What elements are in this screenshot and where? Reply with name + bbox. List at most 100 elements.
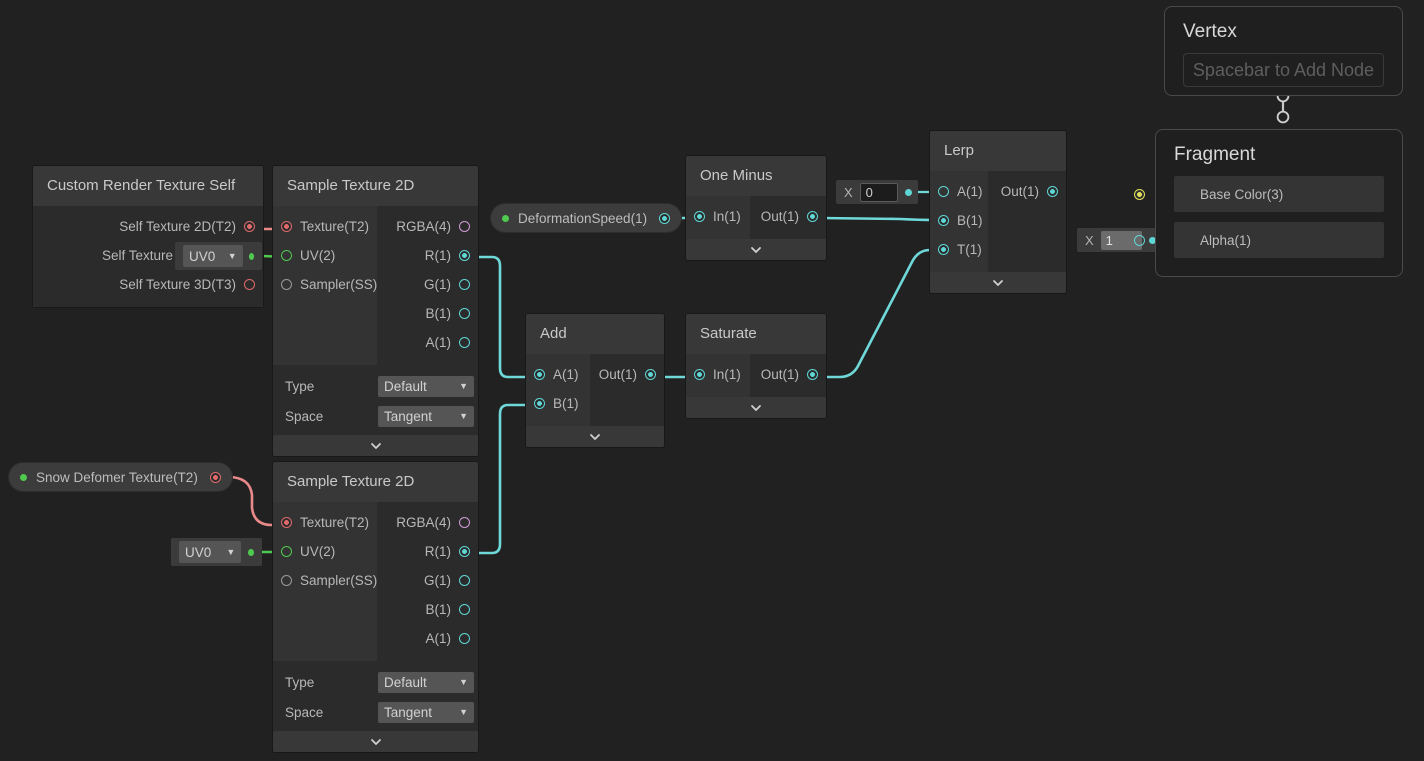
space-dropdown[interactable]: Tangent ▼: [378, 405, 474, 427]
port-b[interactable]: [938, 215, 949, 226]
output-slot-out[interactable]: Out(1): [750, 360, 826, 389]
master-node-fragment[interactable]: Fragment Base Color(3) Alpha(1): [1134, 129, 1403, 277]
node-saturate[interactable]: Saturate In(1) Out(1): [686, 314, 826, 418]
output-slot-a[interactable]: A(1): [377, 328, 478, 357]
input-slot-in[interactable]: In(1): [686, 202, 750, 231]
lerp-a-value-field[interactable]: 0: [859, 182, 898, 202]
input-slot-a[interactable]: A(1): [930, 177, 988, 206]
port-base-color[interactable]: [1134, 188, 1145, 200]
input-slot-sampler[interactable]: Sampler(SS): [273, 270, 377, 299]
space-dropdown[interactable]: Tangent ▼: [378, 701, 474, 723]
node-one-minus[interactable]: One Minus In(1) Out(1): [686, 156, 826, 260]
port-a[interactable]: [938, 186, 949, 197]
port-b[interactable]: [459, 604, 470, 615]
vertex-add-node-placeholder[interactable]: Spacebar to Add Node: [1183, 53, 1384, 87]
input-slot-b[interactable]: B(1): [930, 206, 988, 235]
port-texture[interactable]: [281, 517, 292, 528]
node-expander-toggle[interactable]: [930, 272, 1066, 293]
output-slot-rgba[interactable]: RGBA(4): [377, 508, 478, 537]
port-sampler[interactable]: [281, 279, 292, 290]
stack-connector-bottom-handle[interactable]: [1276, 110, 1290, 124]
input-slot-sampler[interactable]: Sampler(SS): [273, 566, 377, 595]
input-slot-t[interactable]: T(1): [930, 235, 988, 264]
node-expander-toggle[interactable]: [273, 435, 478, 456]
port-b[interactable]: [459, 308, 470, 319]
node-expander-toggle[interactable]: [526, 426, 664, 447]
port-self-texture-3d[interactable]: [244, 279, 255, 290]
port-a[interactable]: [534, 369, 545, 380]
output-slot-self-texture-3d[interactable]: Self Texture 3D(T3): [33, 270, 263, 299]
port-in[interactable]: [694, 211, 705, 222]
port-b[interactable]: [534, 398, 545, 409]
port-t[interactable]: [938, 244, 949, 255]
port-out[interactable]: [807, 369, 818, 380]
input-slot-uv[interactable]: UV(2): [273, 241, 377, 270]
port-g[interactable]: [459, 279, 470, 290]
port-rgba[interactable]: [459, 221, 470, 232]
input-slot-b[interactable]: B(1): [526, 389, 590, 418]
uv-widget-dot-sample-bottom[interactable]: [248, 548, 254, 556]
input-slot-in[interactable]: In(1): [686, 360, 750, 389]
master-node-vertex[interactable]: Vertex Spacebar to Add Node: [1164, 6, 1403, 96]
port-out[interactable]: [1047, 186, 1058, 197]
node-sample-texture-2d-top[interactable]: Sample Texture 2D Texture(T2) UV(2) Samp…: [273, 166, 478, 456]
output-slot-b[interactable]: B(1): [377, 299, 478, 328]
control-row-space[interactable]: Space Tangent ▼: [273, 697, 478, 727]
output-slot-r[interactable]: R(1): [377, 537, 478, 566]
uv-widget-dot-crt[interactable]: [248, 252, 254, 260]
port-out[interactable]: [645, 369, 656, 380]
input-slot-a[interactable]: A(1): [526, 360, 590, 389]
property-deformation-speed[interactable]: DeformationSpeed(1): [491, 204, 682, 232]
port-alpha[interactable]: [1134, 234, 1145, 246]
value-widget-dot[interactable]: [1149, 236, 1156, 244]
node-expander-toggle[interactable]: [273, 731, 478, 752]
node-add[interactable]: Add A(1) B(1) Out(1): [526, 314, 664, 447]
input-slot-texture[interactable]: Texture(T2): [273, 212, 377, 241]
output-slot-out[interactable]: Out(1): [750, 202, 826, 231]
output-slot-out[interactable]: Out(1): [988, 177, 1066, 206]
port-a[interactable]: [459, 633, 470, 644]
type-dropdown[interactable]: Default ▼: [378, 375, 474, 397]
output-slot-a[interactable]: A(1): [377, 624, 478, 653]
fragment-block-alpha[interactable]: Alpha(1): [1134, 222, 1384, 258]
output-slot-rgba[interactable]: RGBA(4): [377, 212, 478, 241]
output-slot-g[interactable]: G(1): [377, 270, 478, 299]
output-slot-b[interactable]: B(1): [377, 595, 478, 624]
type-dropdown[interactable]: Default ▼: [378, 671, 474, 693]
node-lerp[interactable]: Lerp A(1) B(1) T(1) Out(1): [930, 131, 1066, 293]
port-snow-deformer-texture-out[interactable]: [209, 471, 221, 483]
control-row-type[interactable]: Type Default ▼: [273, 667, 478, 697]
port-r[interactable]: [459, 250, 470, 261]
control-row-type[interactable]: Type Default ▼: [273, 371, 478, 401]
node-expander-toggle[interactable]: [686, 397, 826, 418]
value-widget-fragment-alpha[interactable]: X 1: [1077, 228, 1162, 252]
fragment-block-base-color[interactable]: Base Color(3): [1134, 176, 1384, 212]
input-slot-uv[interactable]: UV(2): [273, 537, 377, 566]
port-rgba[interactable]: [459, 517, 470, 528]
uv-dropdown-crt[interactable]: UV0 ▼: [183, 245, 243, 267]
port-texture[interactable]: [281, 221, 292, 232]
value-widget-lerp-a[interactable]: X 0: [836, 180, 918, 204]
uv-channel-widget-crt[interactable]: UV0 ▼: [175, 242, 262, 270]
port-out[interactable]: [807, 211, 818, 222]
port-deformation-speed-out[interactable]: [659, 212, 671, 224]
output-slot-g[interactable]: G(1): [377, 566, 478, 595]
input-slot-texture[interactable]: Texture(T2): [273, 508, 377, 537]
port-g[interactable]: [459, 575, 470, 586]
uv-channel-widget-sample-bottom[interactable]: UV0 ▼: [171, 538, 262, 566]
port-sampler[interactable]: [281, 575, 292, 586]
output-slot-out[interactable]: Out(1): [590, 360, 664, 389]
port-self-texture-2d[interactable]: [244, 221, 255, 232]
port-in[interactable]: [694, 369, 705, 380]
node-expander-toggle[interactable]: [686, 239, 826, 260]
output-slot-r[interactable]: R(1): [377, 241, 478, 270]
fragment-alpha-value-field[interactable]: 1: [1100, 230, 1142, 250]
output-slot-self-texture-2d[interactable]: Self Texture 2D(T2): [33, 212, 263, 241]
port-a[interactable]: [459, 337, 470, 348]
port-uv[interactable]: [281, 546, 292, 557]
uv-dropdown-sample-bottom[interactable]: UV0 ▼: [179, 541, 242, 563]
node-custom-render-texture-self[interactable]: Custom Render Texture Self Self Texture …: [33, 166, 263, 307]
value-widget-dot[interactable]: [905, 188, 912, 196]
property-snow-deformer-texture[interactable]: Snow Defomer Texture(T2): [9, 463, 232, 491]
